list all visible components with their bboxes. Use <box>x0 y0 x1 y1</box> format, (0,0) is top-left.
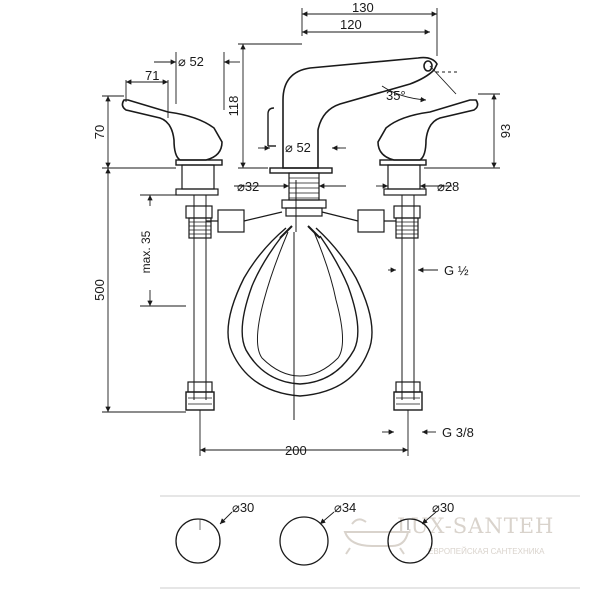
dim-118: 118 <box>226 96 241 117</box>
dim-g-half: G ½ <box>444 263 469 278</box>
dim-max-35: max. 35 <box>139 230 153 273</box>
hole-center <box>279 516 329 566</box>
dim-30-right: ⌀30 <box>432 500 454 515</box>
dim-93: 93 <box>498 124 513 138</box>
connector-hoses <box>206 209 396 397</box>
dim-34: ⌀34 <box>334 500 356 515</box>
hole-left <box>175 518 221 564</box>
dim-120: 120 <box>340 17 362 32</box>
dim-200: 200 <box>285 443 307 458</box>
dim-32: ⌀32 <box>237 179 259 194</box>
dimension-lines <box>102 8 500 525</box>
dim-71: 71 <box>145 68 159 83</box>
hole-right <box>387 518 433 564</box>
dim-70: 70 <box>92 125 107 139</box>
dim-30-left: ⌀30 <box>232 500 254 515</box>
dim-52-base: ⌀ 52 <box>285 140 311 155</box>
bathtub-icon <box>343 531 410 555</box>
deck-plan-view <box>160 495 580 589</box>
dim-28: ⌀28 <box>437 179 459 194</box>
left-handle <box>121 99 223 411</box>
dim-130: 130 <box>352 0 374 15</box>
dim-52-top: ⌀ 52 <box>178 54 204 69</box>
watermark-title: LUX-SANTEH <box>397 514 554 538</box>
watermark-subtitle: ЕВРОПЕЙСКАЯ САНТЕХНИКА <box>428 547 545 556</box>
dim-g-3-8: G 3/8 <box>442 425 474 440</box>
dim-35-degree: 35° <box>386 88 406 103</box>
dim-500: 500 <box>92 279 107 301</box>
watermark-logo: LUX-SANTEH ЕВРОПЕЙСКАЯ САНТЕХНИКА <box>343 514 554 556</box>
right-handle <box>377 99 479 411</box>
spout <box>267 56 438 420</box>
